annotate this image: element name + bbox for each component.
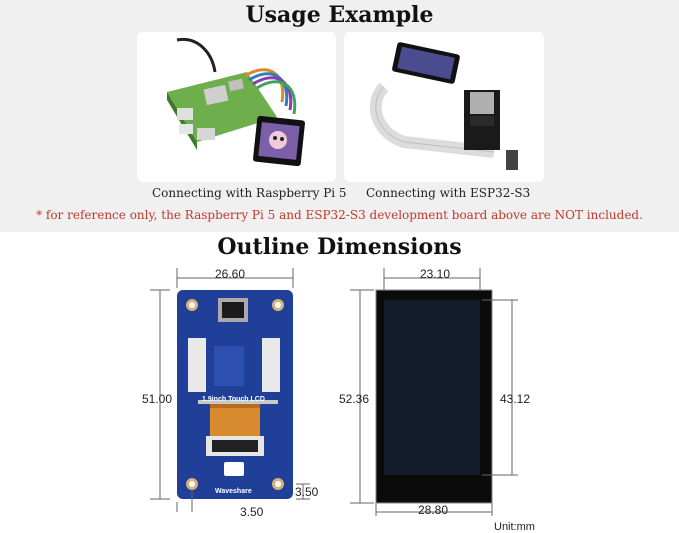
usage-band [0, 0, 679, 232]
outline-title: Outline Dimensions [217, 234, 462, 260]
screen-total-height-label: 52.36 [339, 392, 370, 406]
screen-total-width-label: 28.80 [418, 503, 449, 517]
board-silk-product: 1.9inch Touch LCD [202, 396, 265, 403]
caption-raspberry-pi: Connecting with Raspberry Pi 5 [152, 186, 347, 200]
disclaimer-note: * for reference only, the Raspberry Pi 5… [36, 208, 643, 222]
esp32-illustration [369, 42, 518, 170]
board-width-label: 26.60 [215, 267, 246, 281]
hole-offset-y-label: 3.50 [295, 485, 319, 499]
raspberry-pi-illustration [167, 37, 305, 167]
lcd-drawing [350, 268, 518, 516]
raspberry-pi-photo [137, 32, 336, 182]
pcb-drawing [150, 268, 310, 512]
unit-label: Unit:mm [494, 521, 535, 533]
hole-offset-x-label: 3.50 [240, 505, 264, 519]
board-height-label: 51.00 [142, 392, 173, 406]
screen-active-height-label: 43.12 [500, 392, 531, 406]
caption-esp32: Connecting with ESP32-S3 [366, 186, 531, 200]
board-silk-brand: Waveshare [215, 488, 252, 495]
screen-active-width-label: 23.10 [420, 267, 451, 281]
esp32-photo [344, 32, 544, 182]
usage-title: Usage Example [245, 2, 434, 28]
